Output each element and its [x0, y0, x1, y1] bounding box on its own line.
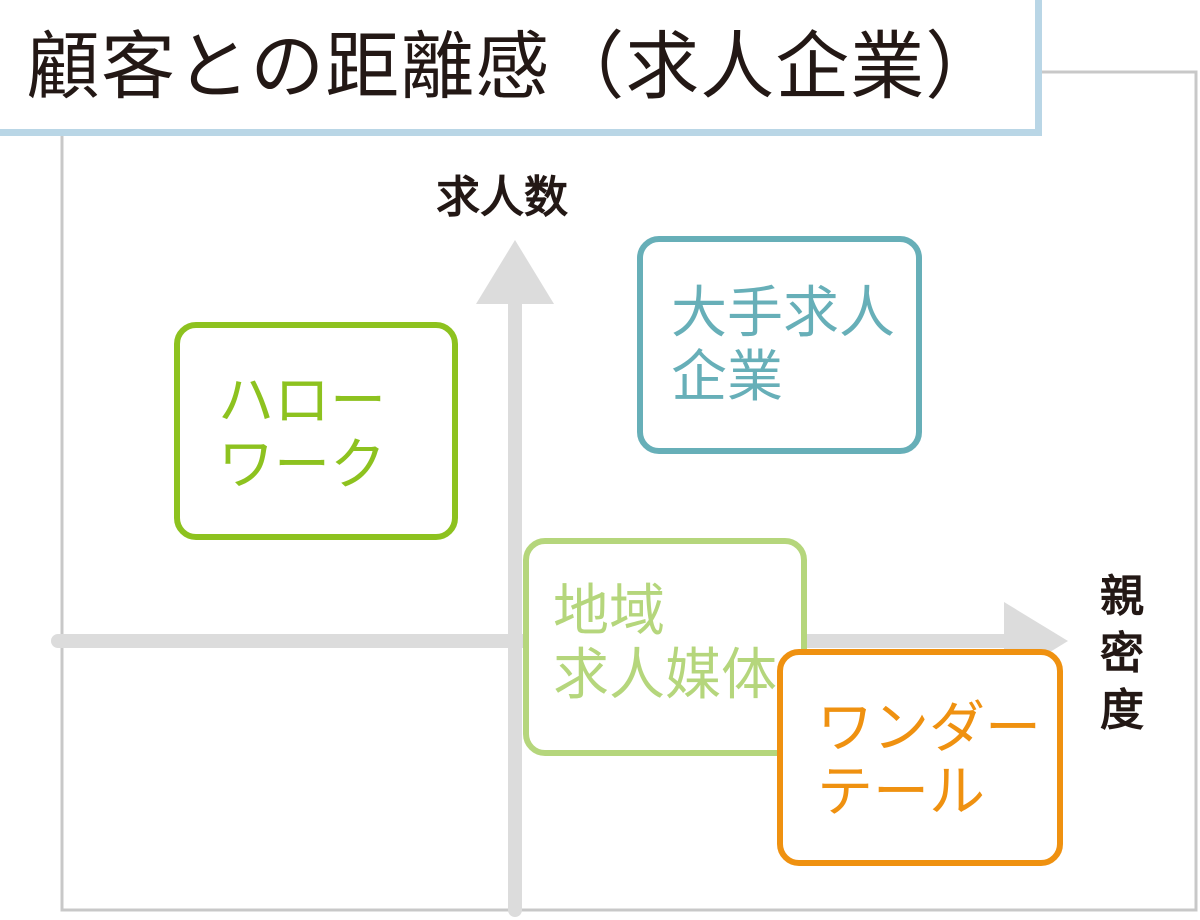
major-companies-label: 大手求人 企業 [671, 281, 895, 410]
wondertale-box: ワンダー テール [777, 649, 1063, 866]
hello-work-box: ハロー ワーク [174, 322, 458, 540]
outer-frame [60, 70, 1198, 912]
x-axis-label: 親 密 度 [1100, 571, 1144, 736]
major-companies-box: 大手求人 企業 [637, 236, 922, 454]
title-box: 顧客との距離感（求人企業） [0, 0, 1042, 136]
local-media-label: 地域 求人媒体 [553, 579, 777, 708]
diagram-title: 顧客との距離感（求人企業） [26, 24, 1001, 110]
hello-work-label: ハロー ワーク [218, 369, 386, 498]
local-media-box: 地域 求人媒体 [523, 538, 807, 756]
y-axis-label: 求人数 [436, 172, 568, 223]
y-axis-arrowhead [476, 240, 554, 304]
wondertale-label: ワンダー テール [817, 696, 1041, 825]
